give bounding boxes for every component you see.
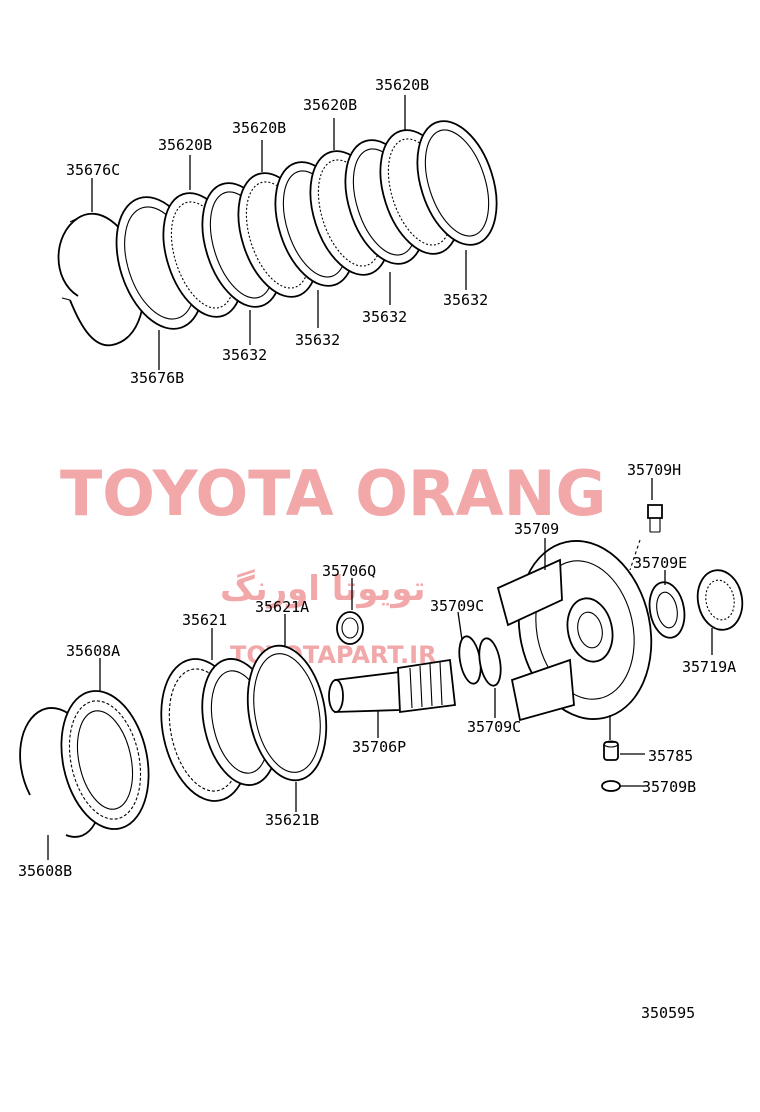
label-35620b-2: 35620B (232, 119, 286, 137)
label-35620b-3: 35620B (303, 96, 357, 114)
label-35621b: 35621B (265, 811, 319, 829)
pin-35785 (603, 740, 619, 761)
label-35785: 35785 (648, 747, 693, 765)
label-35709c-top: 35709C (430, 597, 484, 615)
label-35632-2: 35632 (295, 331, 340, 349)
washer-35706q (336, 611, 364, 645)
label-35676b: 35676B (130, 369, 184, 387)
label-35608b: 35608B (18, 862, 72, 880)
one-way-clutch-35608a (60, 690, 150, 830)
planetary-carrier-35709 (496, 540, 653, 722)
label-35632-4: 35632 (443, 291, 488, 309)
label-35621: 35621 (182, 611, 227, 629)
shaft-35706p (328, 658, 456, 714)
label-35676c: 35676C (66, 161, 120, 179)
label-35608a: 35608A (66, 642, 120, 660)
label-35709b: 35709B (642, 778, 696, 796)
needle-bearing-35719a (696, 569, 744, 631)
label-35709e: 35709E (633, 554, 687, 572)
label-35706q: 35706Q (322, 562, 376, 580)
carrier-assembly-group: 35709H 35709 35709E 35719A 35706Q 35709C… (18, 461, 744, 880)
label-35632-3: 35632 (362, 308, 407, 326)
label-35709h: 35709H (627, 461, 681, 479)
label-35709: 35709 (514, 520, 559, 538)
watermark-brand: TOYOTA ORANG (60, 457, 606, 530)
label-35621a: 35621A (255, 598, 309, 616)
watermark-arabic: تویوتا اورنگ (220, 569, 425, 609)
label-35620b-4: 35620B (375, 76, 429, 94)
thrust-washer-35709e (648, 581, 686, 639)
label-35706p: 35706P (352, 738, 406, 756)
figure-number: 350595 (641, 1004, 695, 1022)
label-35620b-1: 35620B (158, 136, 212, 154)
label-35709c-bottom: 35709C (467, 718, 521, 736)
o-ring-35709b (601, 780, 621, 792)
bolt-35709h (629, 504, 663, 571)
disc-set (162, 120, 498, 318)
bearing-race-35621b (253, 653, 321, 773)
thrust-washer-35621a (246, 644, 328, 782)
clutch-pack-group: 35676C 35676B 35620B 35620B 35620B 35620… (57, 76, 498, 387)
label-35632-1: 35632 (222, 346, 267, 364)
seal-ring-35709c-bottom (478, 637, 502, 687)
label-35719a: 35719A (682, 658, 736, 676)
